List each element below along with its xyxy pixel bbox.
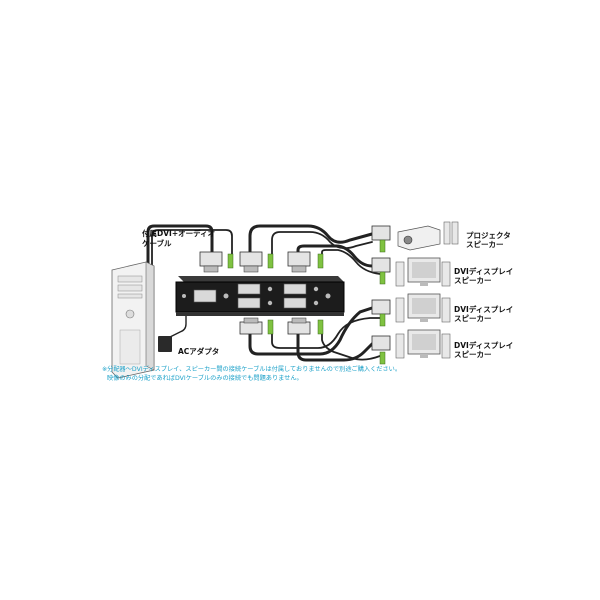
display1-label-line1: DVIディスプレイ [454,266,513,276]
display3-label-line1: DVIディスプレイ [454,340,513,350]
output-dvi-port-2 [283,283,307,295]
pc-audio-cable [151,229,233,271]
dvi-splitter [175,276,345,316]
cable-label-line1: 付属DVI+オーディオ [142,228,215,238]
out1-dvi-cable [248,224,374,258]
pc-tower [111,261,155,379]
out3-audio-cable [271,317,385,349]
output-dvi-port-1 [237,283,261,295]
footnote-line1: ※分配器～DVIディスプレイ、スピーカー間の接続ケーブルは付属しておりませんので… [102,365,401,373]
input-audio-jack [223,293,229,299]
display-1 [395,257,451,287]
projector [397,225,441,251]
display1-label-line2: スピーカー [454,275,492,285]
out4-dvi-cable [296,328,374,362]
cable-label-line2: ケーブル [142,238,172,248]
ac-adapter [158,336,172,352]
projector-speakers [443,221,459,245]
cables [146,224,385,362]
out4-audio-cable [321,329,381,361]
display2-label-line2: スピーカー [454,313,492,323]
input-dvi-port [193,289,217,303]
output-dvi-port-4 [283,297,307,309]
out2-audio-cable [321,249,381,275]
display3-label-line2: スピーカー [454,349,492,359]
display-2 [395,293,451,323]
display-3 [395,329,451,359]
output-dvi-port-3 [237,297,261,309]
projector-label-line2: スピーカー [466,239,504,249]
out2-dvi-cable [296,244,374,268]
display2-label-line1: DVIディスプレイ [454,304,513,314]
footnote-line2: 映像のみの分配であればDVIケーブルのみの接続でも問題ありません。 [107,374,303,382]
connectors [199,225,391,365]
projector-label-line1: プロジェクタ [466,230,511,240]
ac-cord [167,311,187,339]
ac-adapter-label: ACアダプタ [178,346,219,356]
power-jack [182,294,186,298]
